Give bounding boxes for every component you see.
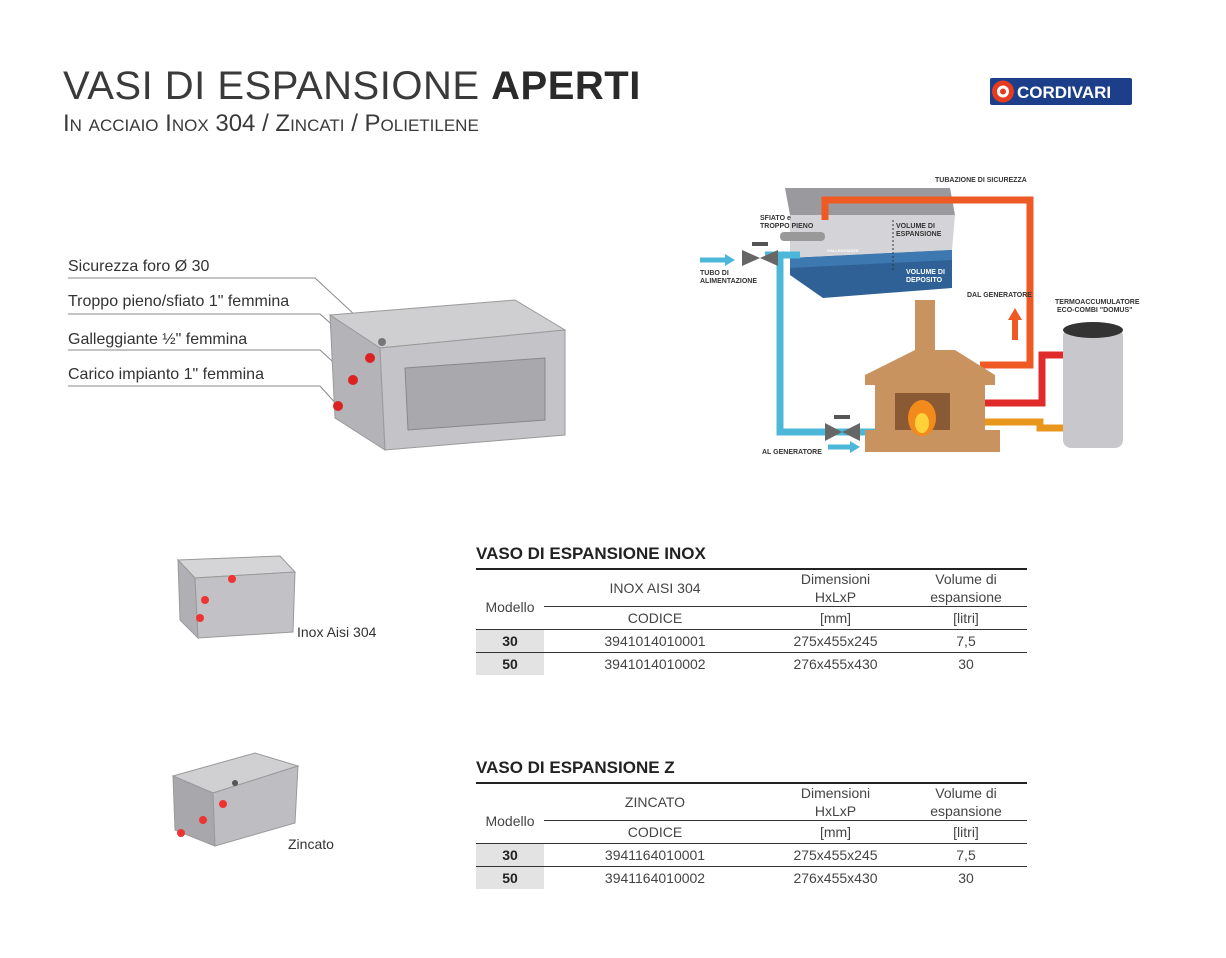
label-galleggiante-diagram: GALLEGGIANTE bbox=[827, 248, 859, 253]
table-top-rule bbox=[476, 568, 1027, 570]
table-title: VASO DI ESPANSIONE Z bbox=[476, 758, 675, 777]
label-sicurezza: Sicurezza foro Ø 30 bbox=[68, 258, 210, 275]
header-material: INOX AISI 304 bbox=[544, 570, 766, 607]
zincato-caption: Zincato bbox=[288, 836, 334, 852]
cell-codice: 3941164010001 bbox=[604, 847, 706, 863]
cell-modello: 30 bbox=[476, 843, 544, 867]
header-litri: [litri] bbox=[953, 824, 979, 840]
header-volume: Volume di espansione bbox=[905, 570, 1027, 607]
header-vol-1: Volume di bbox=[935, 571, 997, 587]
label-troppo-pieno: Troppo pieno/sfiato 1" femmina bbox=[68, 293, 290, 310]
header-dim-2: HxLxP bbox=[814, 803, 857, 819]
cell-vol: 30 bbox=[958, 870, 974, 886]
label-tubo-1: TUBO DI bbox=[700, 270, 729, 277]
table-row: 50 3941014010002 276x455x430 30 bbox=[476, 652, 1027, 675]
header-mm: [mm] bbox=[819, 824, 852, 840]
label-vol-esp-1: VOLUME DI bbox=[896, 223, 935, 230]
label-sfiato-1: SFIATO e bbox=[760, 215, 791, 222]
header-dim-1: Dimensioni bbox=[800, 785, 871, 801]
cell-modello: 30 bbox=[476, 629, 544, 653]
header-modello: Modello bbox=[485, 598, 535, 615]
cell-codice: 3941014010002 bbox=[604, 656, 706, 672]
header-litri: [litri] bbox=[953, 610, 979, 626]
label-vol-dep-2: DEPOSITO bbox=[906, 277, 943, 284]
page-subtitle: In acciaio Inox 304 / Zincati / Polietil… bbox=[63, 110, 479, 137]
cell-modello: 50 bbox=[476, 652, 544, 675]
page-title: VASI DI ESPANSIONE APERTI bbox=[63, 64, 641, 109]
label-vol-dep-1: VOLUME DI bbox=[906, 269, 945, 276]
header-codice: CODICE bbox=[627, 610, 683, 626]
label-termo-2: ECO-COMBI "DOMUS" bbox=[1057, 307, 1132, 314]
label-sfiato-2: TROPPO PIENO bbox=[760, 223, 814, 230]
cell-dim: 276x455x430 bbox=[793, 870, 878, 886]
cell-vol: 7,5 bbox=[956, 633, 976, 649]
cell-vol: 30 bbox=[958, 656, 974, 672]
tank-illustration bbox=[68, 277, 567, 451]
table-top-rule bbox=[476, 782, 1027, 784]
table-row: 30 3941014010001 275x455x245 7,5 bbox=[476, 629, 1027, 653]
table-row: 50 3941164010002 276x455x430 30 bbox=[476, 866, 1027, 889]
header-vol-1: Volume di bbox=[935, 785, 997, 801]
inox-tank-photo bbox=[176, 555, 297, 640]
label-tubazione: TUBAZIONE DI SICUREZZA bbox=[935, 177, 1027, 184]
cell-dim: 275x455x245 bbox=[793, 633, 878, 649]
header-vol-2: espansione bbox=[930, 589, 1002, 605]
header-material: ZINCATO bbox=[544, 784, 766, 821]
cordivari-logo: CORDIVARI bbox=[990, 78, 1132, 105]
title-light: VASI DI ESPANSIONE bbox=[63, 64, 492, 108]
label-vol-esp-2: ESPANSIONE bbox=[896, 231, 942, 238]
header-modello: Modello bbox=[485, 812, 535, 829]
title-bold: APERTI bbox=[491, 64, 641, 108]
cell-codice: 3941014010001 bbox=[604, 633, 706, 649]
cell-codice: 3941164010002 bbox=[604, 870, 706, 886]
svg-text:CORDIVARI: CORDIVARI bbox=[1017, 83, 1111, 102]
label-tubo-2: ALIMENTAZIONE bbox=[700, 278, 757, 285]
header-mm: [mm] bbox=[819, 610, 852, 626]
label-dal-generatore: DAL GENERATORE bbox=[967, 292, 1032, 299]
table-row: 30 3941164010001 275x455x245 7,5 bbox=[476, 843, 1027, 867]
header-dim-1: Dimensioni bbox=[800, 571, 871, 587]
header-dim-2: HxLxP bbox=[814, 589, 857, 605]
cell-dim: 275x455x245 bbox=[793, 847, 878, 863]
cell-modello: 50 bbox=[476, 866, 544, 889]
zincato-tank-photo bbox=[171, 752, 300, 847]
table-title: VASO DI ESPANSIONE INOX bbox=[476, 544, 706, 563]
header-vol-2: espansione bbox=[930, 803, 1002, 819]
label-termo-1: TERMOACCUMULATORE bbox=[1055, 299, 1140, 306]
inox-caption: Inox Aisi 304 bbox=[297, 624, 377, 640]
label-galleggiante: Galleggiante ½" femmina bbox=[68, 331, 248, 348]
header-volume: Volume di espansione bbox=[905, 784, 1027, 821]
system-diagram: TUBAZIONE DI SICUREZZA SFIATO e TROPPO P… bbox=[700, 177, 1140, 456]
cell-vol: 7,5 bbox=[956, 847, 976, 863]
cell-dim: 276x455x430 bbox=[793, 656, 878, 672]
label-al-generatore: AL GENERATORE bbox=[762, 449, 822, 456]
label-carico: Carico impianto 1" femmina bbox=[68, 366, 264, 383]
header-codice: CODICE bbox=[627, 824, 683, 840]
